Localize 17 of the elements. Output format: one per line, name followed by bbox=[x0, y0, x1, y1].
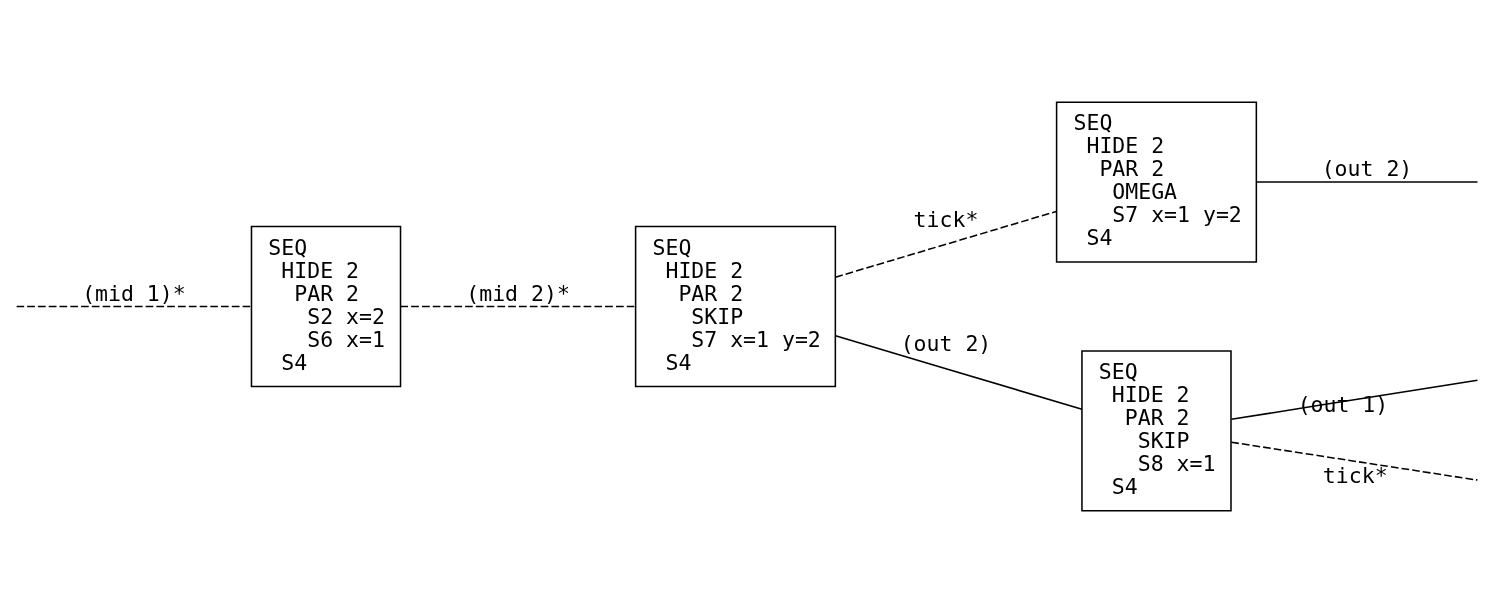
edge-label: (mid 2)* bbox=[466, 280, 570, 306]
connector bbox=[1255, 181, 1479, 183]
connector bbox=[834, 210, 1058, 278]
edge-label: (out 2) bbox=[900, 331, 992, 357]
node-box: SEQ HIDE 2 PAR 2 SKIP S8 x=1 S4 bbox=[1081, 350, 1232, 512]
connector bbox=[15, 305, 252, 308]
edge-label: (mid 1)* bbox=[82, 280, 186, 306]
edge-label: (out 2) bbox=[1321, 156, 1413, 182]
node-box: SEQ HIDE 2 PAR 2 SKIP S7 x=1 y=2 S4 bbox=[634, 225, 837, 388]
connector bbox=[399, 305, 637, 308]
connector bbox=[834, 335, 1083, 410]
connector bbox=[1230, 379, 1479, 421]
node-box: SEQ HIDE 2 PAR 2 S2 x=2 S6 x=1 S4 bbox=[250, 225, 402, 388]
connector bbox=[1230, 441, 1479, 481]
node-box: SEQ HIDE 2 PAR 2 OMEGA S7 x=1 y=2 S4 bbox=[1055, 101, 1258, 263]
edge-label: tick* bbox=[1322, 463, 1388, 489]
edge-label: tick* bbox=[913, 206, 979, 232]
